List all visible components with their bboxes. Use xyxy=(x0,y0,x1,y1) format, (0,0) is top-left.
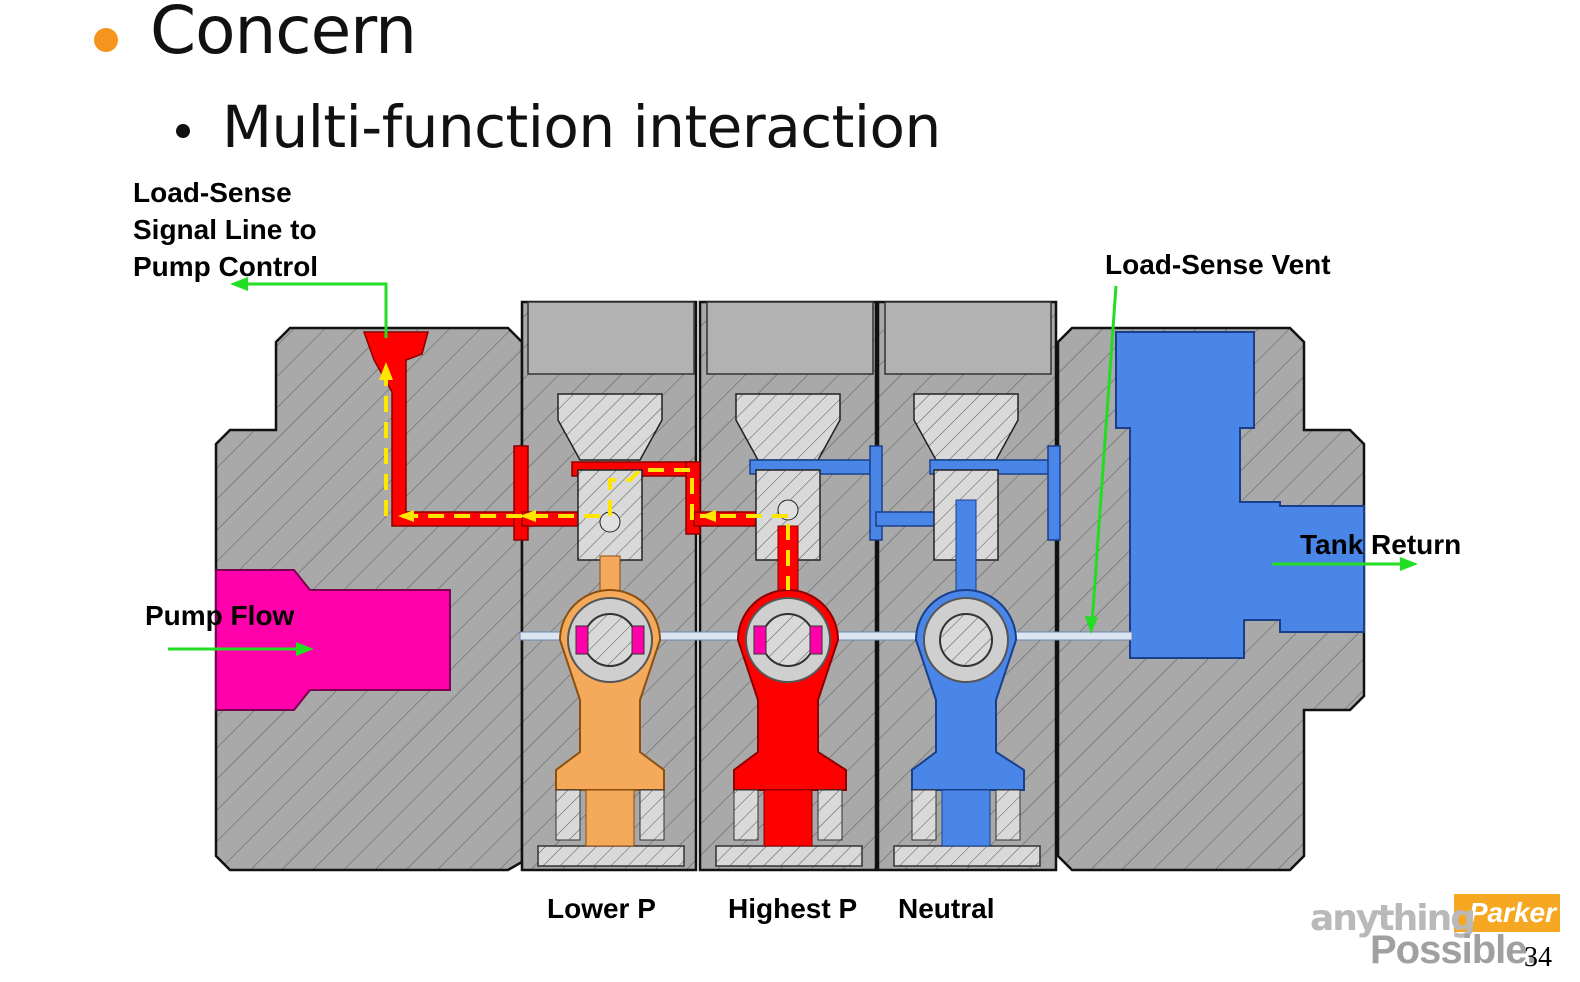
flow-arrowhead-up xyxy=(379,362,393,380)
logo-tagline-2: Possible. xyxy=(1370,928,1538,972)
parker-logo: Parker anything Possible. xyxy=(1306,892,1560,972)
label-neutral: Neutral xyxy=(898,893,995,924)
slide-page-number: 34 xyxy=(1524,942,1552,973)
ls-vent-arrowhead xyxy=(1085,616,1098,634)
tank-return-arrowhead xyxy=(1400,557,1418,571)
load-sense-flow-path xyxy=(384,380,790,590)
slide-heading: Concern xyxy=(150,0,417,69)
compensator-lower-p xyxy=(555,469,665,847)
tank-return-passage xyxy=(1115,331,1365,659)
label-load-sense-signal: Load-Sense Signal Line to Pump Control xyxy=(133,174,318,285)
ls-vent-leader xyxy=(1090,285,1118,625)
label-pump-flow: Pump Flow xyxy=(145,600,295,631)
flow-arrowhead-left-2 xyxy=(520,510,536,522)
pump-inlet-passage xyxy=(215,569,451,711)
label-load-sense-signal-text: Load-Sense Signal Line to Pump Control xyxy=(133,177,319,282)
bullet-dot-black xyxy=(176,124,190,138)
ls-signal-leader xyxy=(246,282,388,338)
compensator-highest-p xyxy=(733,469,847,847)
label-lower-p: Lower P xyxy=(547,893,656,924)
label-tank-return: Tank Return xyxy=(1300,529,1462,560)
flow-arrowhead-left-3 xyxy=(398,510,414,522)
compensator-neutral xyxy=(911,469,1025,847)
ls-signal-arrowhead xyxy=(230,277,248,291)
annotation-arrows xyxy=(168,282,1404,651)
flow-arrowhead-left-1 xyxy=(700,510,716,522)
pump-flow-arrowhead xyxy=(296,642,314,656)
bullet-dot-orange xyxy=(94,28,118,52)
logo-tagline: anything xyxy=(1310,898,1476,939)
label-highest-p: Highest P xyxy=(728,893,858,924)
logo-brand-box: Parker xyxy=(1454,894,1560,932)
slide-subheading: Multi-function interaction xyxy=(222,93,941,161)
label-load-sense-vent: Load-Sense Vent xyxy=(1105,249,1331,280)
